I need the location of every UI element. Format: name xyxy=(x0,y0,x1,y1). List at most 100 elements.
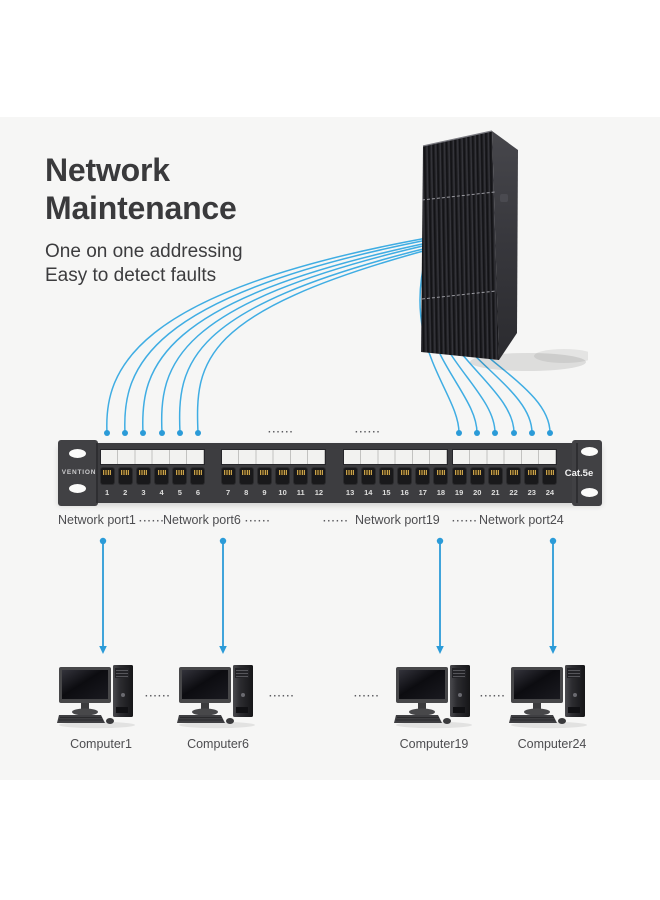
subtitle-line-1: One on one addressing xyxy=(45,241,243,262)
port-number: 12 xyxy=(314,488,324,497)
port-number: 24 xyxy=(545,488,555,497)
port-number: 22 xyxy=(509,488,518,497)
separator-dots: ······ xyxy=(139,516,165,527)
panel-left-ear xyxy=(58,440,98,506)
computer-image xyxy=(394,664,473,729)
separator-dots: ······ xyxy=(354,691,380,702)
jack-row xyxy=(450,468,559,485)
network-port-label: Network port1 xyxy=(58,513,136,527)
computer-label: Computer6 xyxy=(187,737,249,751)
screw-hole-icon xyxy=(69,449,86,458)
port-group-3: 13 14 15 16 17 18 xyxy=(341,443,450,503)
separator-dots: ······ xyxy=(480,691,506,702)
port-number-row: 7 8 9 10 11 12 xyxy=(219,488,328,497)
rj45-jack-icon xyxy=(488,468,502,484)
rj45-jack-icon xyxy=(173,468,187,484)
title-line-1: Network xyxy=(45,152,170,188)
port-number: 5 xyxy=(177,488,182,497)
port-number: 11 xyxy=(296,488,305,497)
rj45-jack-icon xyxy=(155,468,169,484)
rj45-jack-icon xyxy=(343,468,357,484)
port-number: 9 xyxy=(262,488,267,497)
port-number: 14 xyxy=(364,488,373,497)
separator-dots: ······ xyxy=(145,691,171,702)
screw-hole-icon xyxy=(581,488,598,497)
port-number: 21 xyxy=(491,488,500,497)
rj45-jack-icon xyxy=(470,468,484,484)
rj45-jack-icon xyxy=(312,468,326,484)
port-number: 15 xyxy=(382,488,391,497)
jack-row xyxy=(341,468,450,485)
port-number-row: 1 2 3 4 5 6 xyxy=(98,488,207,497)
rj45-jack-icon xyxy=(525,468,539,484)
port-group-4: 19 20 21 22 23 24 xyxy=(450,443,559,503)
port-number-row: 19 20 21 22 23 24 xyxy=(450,488,559,497)
port-number: 1 xyxy=(105,488,110,497)
rj45-jack-icon xyxy=(452,468,466,484)
computer-image xyxy=(177,664,256,729)
category-label: Cat.5e xyxy=(564,468,594,479)
rj45-jack-icon xyxy=(379,468,393,484)
patch-panel: VENTION Cat.5e 1 2 3 4 5 6 xyxy=(58,440,602,506)
network-port-label: Network port24 xyxy=(479,513,564,527)
port-group-2: 7 8 9 10 11 12 xyxy=(219,443,328,503)
title-line-2: Maintenance xyxy=(45,190,237,226)
panel-notch xyxy=(96,443,98,503)
rj45-jack-icon xyxy=(136,468,150,484)
brand-logo: VENTION xyxy=(61,469,97,476)
rj45-jack-icon xyxy=(100,468,114,484)
port-number: 7 xyxy=(226,488,231,497)
label-strip xyxy=(100,449,205,465)
panel-right-ear xyxy=(572,440,602,506)
rj45-jack-icon xyxy=(398,468,412,484)
port-number: 6 xyxy=(195,488,201,497)
network-port-label: Network port19 xyxy=(355,513,440,527)
port-number: 13 xyxy=(345,488,355,497)
label-strip xyxy=(221,449,326,465)
computer-image xyxy=(57,664,136,729)
rj45-jack-icon xyxy=(191,468,205,484)
port-number: 20 xyxy=(473,488,482,497)
jack-row xyxy=(98,468,207,485)
rj45-jack-icon xyxy=(221,468,235,484)
rj45-jack-icon xyxy=(543,468,557,484)
separator-dots: ······ xyxy=(245,516,271,527)
screw-hole-icon xyxy=(69,484,86,493)
network-port-label: Network port6 xyxy=(163,513,241,527)
separator-dots: ······ xyxy=(323,516,349,527)
computer-label: Computer19 xyxy=(399,737,469,751)
port-number: 18 xyxy=(436,488,446,497)
label-strip xyxy=(452,449,557,465)
label-strip xyxy=(343,449,448,465)
separator-dots: ······ xyxy=(269,691,295,702)
port-group-1: 1 2 3 4 5 6 xyxy=(98,443,207,503)
screw-hole-icon xyxy=(581,447,598,456)
rj45-jack-icon xyxy=(507,468,521,484)
rj45-jack-icon xyxy=(276,468,290,484)
port-number: 19 xyxy=(454,488,464,497)
port-number: 3 xyxy=(141,488,146,497)
rj45-jack-icon xyxy=(294,468,308,484)
rj45-jack-icon xyxy=(257,468,271,484)
jack-row xyxy=(219,468,328,485)
rj45-jack-icon xyxy=(118,468,132,484)
port-number: 2 xyxy=(123,488,128,497)
separator-dots: ······ xyxy=(355,427,381,438)
subtitle-line-2: Easy to detect faults xyxy=(45,265,217,286)
port-number-row: 13 14 15 16 17 18 xyxy=(341,488,450,497)
rj45-jack-icon xyxy=(239,468,253,484)
separator-dots: ······ xyxy=(452,516,478,527)
page-title: Network Maintenance xyxy=(45,151,237,227)
computer-image xyxy=(509,664,588,729)
computer-label: Computer24 xyxy=(517,737,587,751)
rj45-jack-icon xyxy=(361,468,375,484)
port-number: 17 xyxy=(418,488,427,497)
rj45-jack-icon xyxy=(416,468,430,484)
rj45-jack-icon xyxy=(434,468,448,484)
port-number: 4 xyxy=(159,488,164,497)
port-number: 8 xyxy=(244,488,249,497)
port-number: 16 xyxy=(400,488,409,497)
port-number: 10 xyxy=(278,488,287,497)
port-number: 23 xyxy=(527,488,536,497)
